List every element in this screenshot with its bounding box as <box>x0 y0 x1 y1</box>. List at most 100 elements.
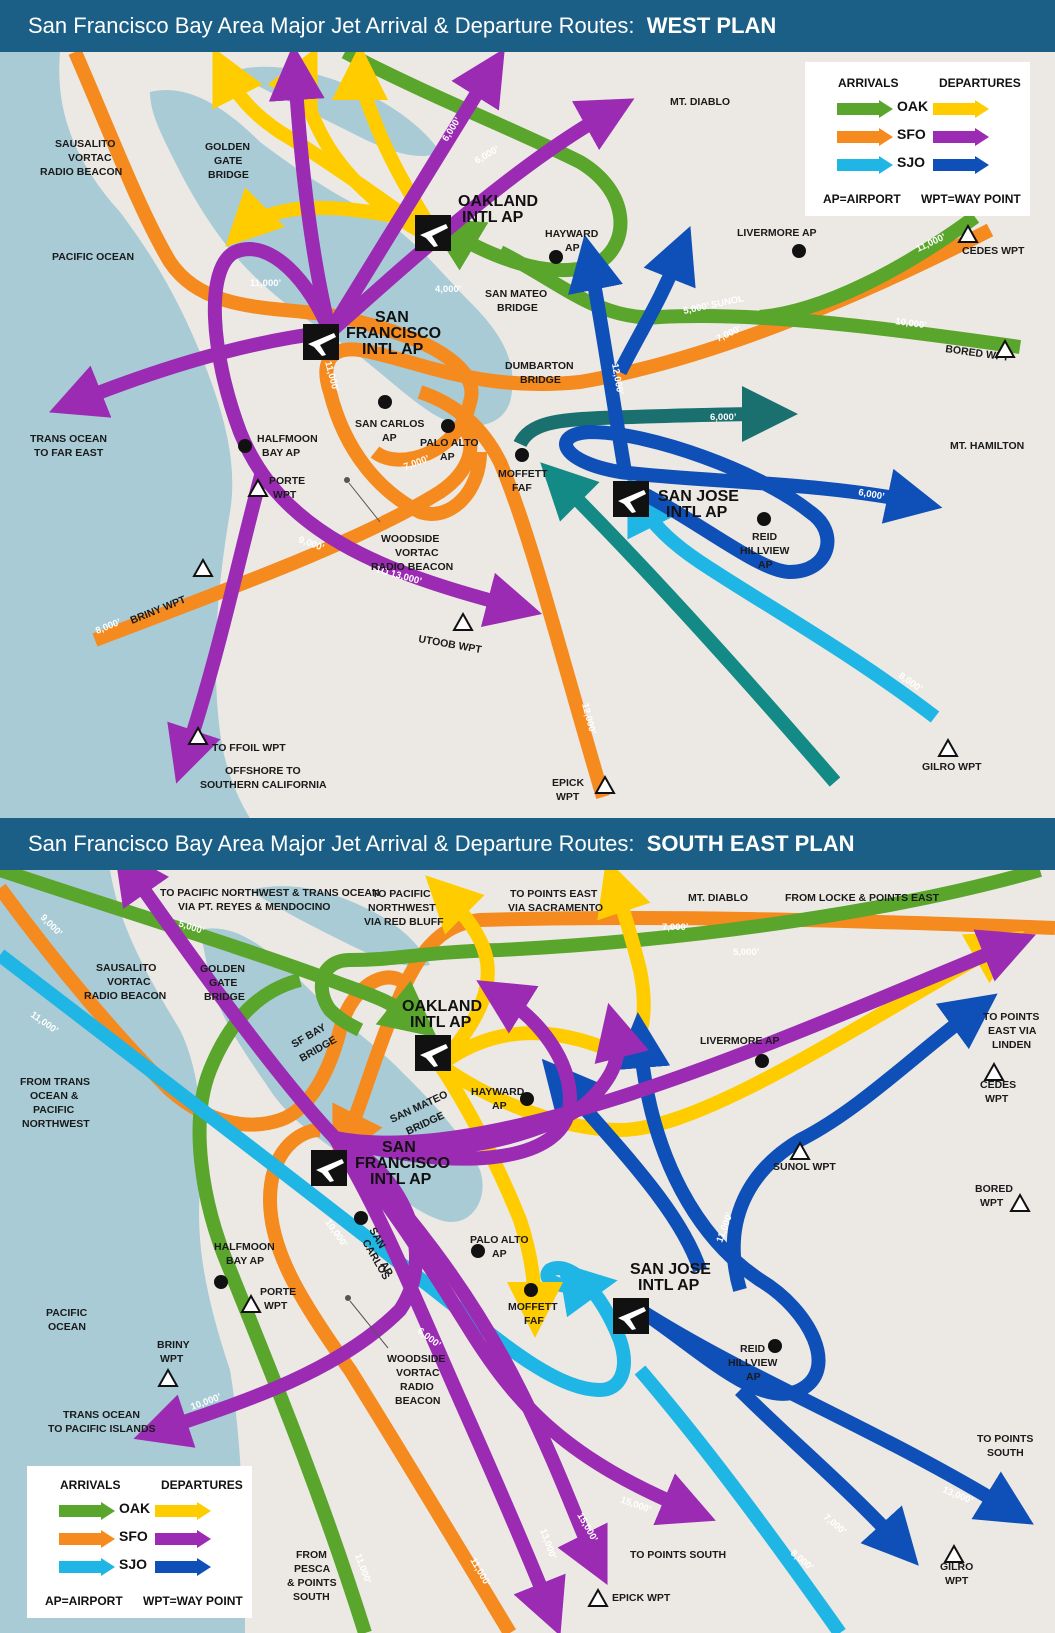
oak-arrival-route <box>0 870 437 1038</box>
bored-waypoint-label: BORED <box>975 1183 1013 1195</box>
sunol-waypoint-icon <box>789 1140 811 1160</box>
legend-swatches <box>837 156 989 174</box>
altitude-label: 6,000’ <box>710 412 736 423</box>
offshore-label: OFFSHORE TO <box>225 765 301 777</box>
legend-swatches <box>59 1558 211 1576</box>
sfo-departure-route <box>324 52 505 336</box>
mt-diablo-label: MT. DIABLO <box>688 892 748 904</box>
halfmoon-bay-airport-label: HALFMOON <box>214 1241 275 1253</box>
cedes-waypoint-icon <box>957 223 979 243</box>
epick-waypoint-label: EPICK <box>552 777 585 789</box>
moffett-faf-label: FAF <box>524 1315 544 1327</box>
sfo-departure-route <box>207 242 543 628</box>
hayward-airport-label: AP <box>492 1100 507 1112</box>
west-plan-title: San Francisco Bay Area Major Jet Arrival… <box>0 0 1055 52</box>
south-east-plan-panel: San Francisco Bay Area Major Jet Arrival… <box>0 818 1055 1633</box>
halfmoon-bay-airport-label: BAY AP <box>262 447 300 459</box>
legend-arrivals-header: ARRIVALS <box>60 1478 121 1492</box>
golden-gate-label: GATE <box>209 977 237 989</box>
south-east-plan-title: San Francisco Bay Area Major Jet Arrival… <box>0 818 1055 870</box>
red-bluff-label: NORTHWEST <box>368 902 436 914</box>
legend-swatches <box>59 1502 211 1520</box>
halfmoon-bay-airport-label: BAY AP <box>226 1255 264 1267</box>
points-south-label: TO POINTS SOUTH <box>630 1549 726 1561</box>
golden-gate-label: GATE <box>214 155 242 167</box>
halfmoon-bay-airport-dot <box>214 1275 228 1289</box>
woodside-vortac-label: RADIO BEACON <box>371 561 453 573</box>
epick-waypoint-icon <box>587 1587 609 1607</box>
moffett-faf-dot <box>524 1283 538 1297</box>
pnw-label: VIA PT. REYES & MENDOCINO <box>178 901 330 913</box>
bored-waypoint-icon <box>994 338 1016 358</box>
sfo-arrival-route <box>319 223 994 521</box>
epick-waypoint-icon <box>594 774 616 794</box>
porte-waypoint-icon <box>247 477 269 497</box>
halfmoon-bay-airport-dot <box>238 439 252 453</box>
woodside-pointer <box>349 1300 389 1349</box>
woodside-vortac-label: VORTAC <box>396 1367 440 1379</box>
sfo-departure-route <box>333 929 1036 1150</box>
legend-swatches <box>837 128 989 146</box>
oakland-airport-label: OAKLAND <box>402 998 482 1015</box>
woodside-vortac-dot <box>345 1295 351 1301</box>
altitude-label: 6,000’ <box>857 487 885 502</box>
sfo-airport-label: INTL AP <box>362 341 424 358</box>
gilro-waypoint-icon <box>943 1543 965 1563</box>
sfo-departure-route <box>329 1134 566 1633</box>
oakland-airport-label: OAKLAND <box>458 193 538 210</box>
oakland-airport-label: INTL AP <box>410 1014 472 1031</box>
sfo-departure-route <box>133 1131 423 1448</box>
legend-label-sfo: SFO <box>119 1528 148 1544</box>
west-plan-panel: San Francisco Bay Area Major Jet Arrival… <box>0 0 1055 818</box>
west-legend: ARRIVALS DEPARTURES OAK SFO SJO AP=AIRPO… <box>805 62 1030 216</box>
ffoil-waypoint-label: TO FFOIL WPT <box>212 742 286 754</box>
briny-waypoint-icon <box>157 1367 179 1387</box>
hayward-airport-label: AP <box>565 242 580 254</box>
legend-row-oak: OAK <box>835 98 1015 120</box>
sjo-departure-route <box>613 226 696 376</box>
epick-waypoint-label: EPICK WPT <box>612 1592 671 1604</box>
san-jose-airport-icon <box>613 1298 649 1334</box>
sfo-departure-routes <box>113 870 1036 1633</box>
utoob-waypoint-icon <box>452 611 474 631</box>
altitude-label: 10,000’ <box>895 316 928 331</box>
reid-hillview-airport-dot <box>768 1339 782 1353</box>
cedes-waypoint-icon <box>983 1061 1005 1081</box>
oak-arrival-routes <box>341 52 1021 354</box>
sfo-airport-label: FRANCISCO <box>346 325 441 342</box>
legend-row-sjo: SJO <box>835 154 1015 176</box>
palo-alto-airport-label: PALO ALTO <box>470 1234 529 1246</box>
oak-departure-route <box>225 187 422 247</box>
moffett-faf-dot <box>515 448 529 462</box>
legend-departures-header: DEPARTURES <box>939 76 1021 90</box>
briny-waypoint-label: WPT <box>160 1353 184 1365</box>
legend-label-oak: OAK <box>897 98 929 114</box>
altitude-label: 12,000’ <box>609 363 625 396</box>
legend-row-sfo: SFO <box>835 126 1015 148</box>
moffett-faf-label: MOFFETT <box>508 1301 558 1313</box>
woodside-vortac-label: BEACON <box>395 1395 441 1407</box>
sfo-departure-route <box>332 980 578 1166</box>
woodside-vortac-label: VORTAC <box>395 547 439 559</box>
reid-hillview-airport-label: REID <box>752 531 778 543</box>
cedes-waypoint-label: WPT <box>985 1093 1009 1105</box>
north-bay-water <box>250 886 430 966</box>
san-carlos-airport-dot <box>354 1211 368 1225</box>
oak-arrival-route <box>314 870 1042 1037</box>
san-carlos-airport-label: AP <box>382 432 397 444</box>
palo-alto-airport-dot <box>471 1244 485 1258</box>
san-carlos-airport-dot <box>378 395 392 409</box>
pesca-label: PESCA <box>294 1563 331 1575</box>
altitude-label: 5,000’ <box>733 947 759 958</box>
sfo-airport-label: SAN <box>382 1139 416 1156</box>
legend-arrivals-header: ARRIVALS <box>838 76 899 90</box>
sausalito-label: VORTAC <box>68 152 112 164</box>
legend-label-oak: OAK <box>119 1500 151 1516</box>
hayward-airport-label: HAYWARD <box>545 228 599 240</box>
porte-waypoint-label: WPT <box>273 489 297 501</box>
oak-departure-route <box>425 875 495 1070</box>
pesca-label: FROM <box>296 1549 327 1561</box>
reid-hillview-airport-label: AP <box>746 1371 761 1383</box>
sfo-airport-label: INTL AP <box>370 1171 432 1188</box>
san-jose-airport-icon <box>613 481 649 517</box>
